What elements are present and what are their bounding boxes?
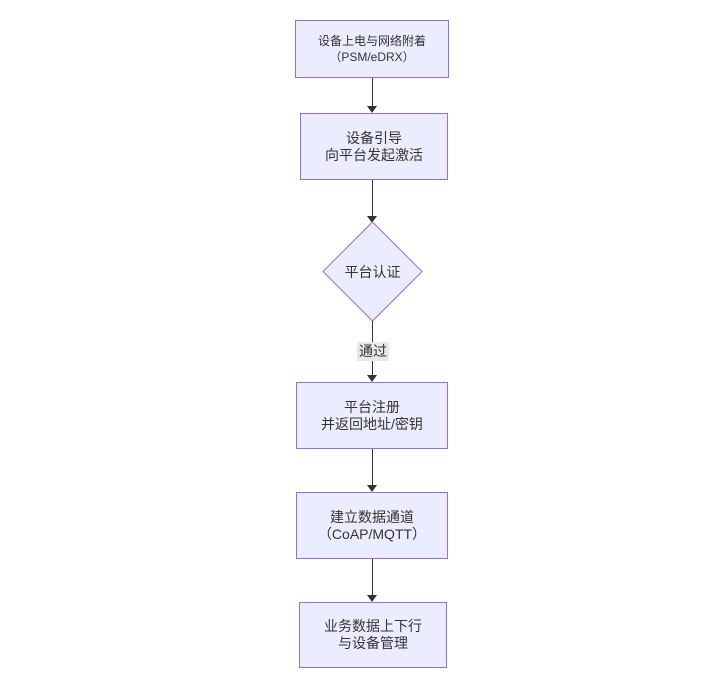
- node-text-line: 建立数据通道: [330, 508, 414, 525]
- flow-node-business-data: 业务数据上下行 与设备管理: [299, 602, 447, 668]
- edge-line-channel-to-business: [372, 559, 373, 596]
- node-text-line: 设备引导: [346, 129, 402, 146]
- arrowhead-down-icon: [367, 595, 377, 602]
- flow-node-device-bootstrap: 设备引导 向平台发起激活: [300, 113, 448, 180]
- flow-node-data-channel: 建立数据通道 （CoAP/MQTT）: [296, 492, 448, 559]
- node-text-line: （PSM/eDRX）: [329, 50, 415, 64]
- node-text-line: 与设备管理: [338, 635, 408, 651]
- arrowhead-down-icon: [367, 216, 377, 223]
- node-text-line: 向平台发起激活: [325, 146, 423, 163]
- node-text-line: 设备上电与网络附着: [317, 34, 426, 48]
- node-text-line: 并返回地址/密钥: [321, 415, 423, 432]
- node-text-line: （CoAP/MQTT）: [317, 525, 427, 542]
- arrowhead-down-icon: [367, 375, 377, 382]
- node-text-line: 平台注册: [344, 398, 400, 415]
- edge-line-attach-to-bootstrap: [372, 78, 373, 107]
- edge-line-bootstrap-to-auth: [372, 180, 373, 217]
- arrowhead-down-icon: [367, 106, 377, 113]
- arrowhead-down-icon: [367, 485, 377, 492]
- flow-node-platform-register: 平台注册 并返回地址/密钥: [296, 382, 448, 449]
- node-text-line: 业务数据上下行: [324, 618, 422, 634]
- flow-node-power-network-attach: 设备上电与网络附着 （PSM/eDRX）: [295, 20, 449, 78]
- edge-line-register-to-channel: [372, 449, 373, 486]
- decision-platform-auth-label: 平台认证: [344, 264, 401, 280]
- edge-label-pass: 通过: [357, 342, 389, 361]
